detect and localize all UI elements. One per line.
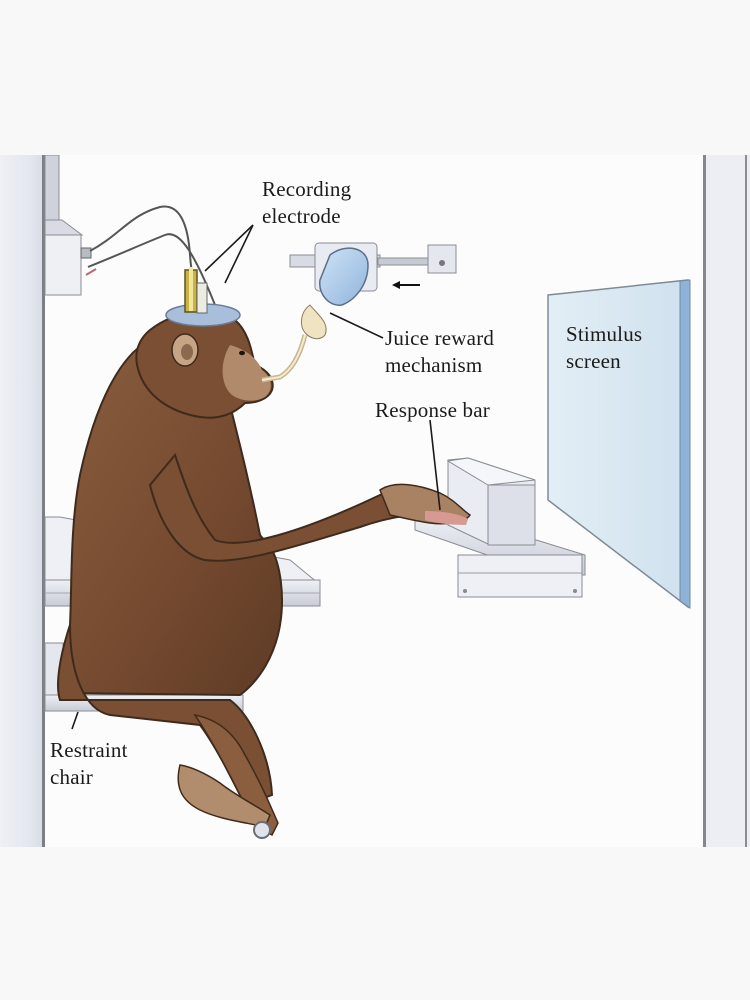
juice-reward-mechanism [261, 242, 457, 383]
response-bar-assembly [414, 457, 586, 598]
label-recording-electrode: Recording electrode [262, 177, 352, 228]
figure-canvas: Recording electrode Juice reward mechani… [0, 155, 750, 847]
right-frame-post [703, 155, 750, 847]
label-stimulus-screen: Stimulus screen [566, 322, 643, 373]
amplifier-box [44, 155, 92, 296]
stimulus-screen [547, 279, 691, 609]
setup-illustration [44, 155, 691, 839]
left-frame-post [0, 155, 44, 847]
leader-lines [71, 224, 441, 730]
right-frame-edge [745, 155, 747, 847]
direction-arrow [392, 281, 420, 289]
label-juice-reward-mechanism: Juice reward mechanism [385, 326, 495, 377]
monkey [57, 267, 472, 839]
label-restraint-chair: Restraint chair [50, 738, 128, 789]
left-frame-edge [42, 155, 45, 847]
label-response-bar: Response bar [375, 398, 490, 422]
